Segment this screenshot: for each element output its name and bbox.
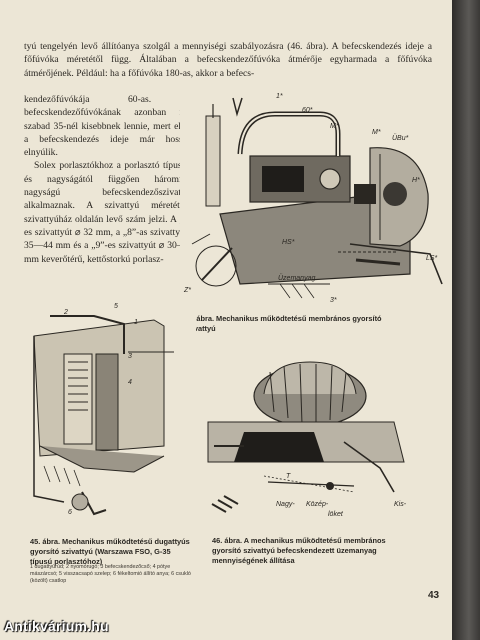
- figure-46-caption: 46. ábra. A mechanikus működtetésű membr…: [212, 536, 386, 565]
- paragraph-top: tyú tengelyén levő állítóanya szolgál a …: [24, 41, 432, 79]
- fig44-label: Üzemanyag: [278, 274, 315, 282]
- fig44-label: 3*: [330, 297, 337, 304]
- column-paragraph-2: Solex porlasztókhoz a porlasztó típusátó…: [24, 160, 196, 265]
- book-page: tyú tengelyén levő állítóanya szolgál a …: [0, 0, 452, 640]
- fig45-label: 3: [128, 353, 132, 360]
- fig45-label: 1: [134, 319, 138, 326]
- page-number: 43: [428, 590, 440, 601]
- figure-45-legend: 1 dugattyúrúd; 2 nyomórugó; 3 befecskend…: [30, 564, 191, 584]
- figure-46-diagram: T Nagy- Közép- Kis- löket: [204, 352, 420, 530]
- fig44-label: HS*: [282, 239, 295, 246]
- fig44-label: M*: [372, 129, 381, 136]
- fig46-label: löket: [328, 511, 344, 518]
- figure-44-diagram: 1* 60* M* ÜBu* M* H* HS* Üzemanyag LS* 3…: [180, 84, 452, 312]
- watermark-logo: Antikvárium.hu: [4, 618, 109, 634]
- book-spine-edge: [452, 0, 480, 640]
- fig46-label: T: [286, 473, 291, 480]
- fig44-label: 60*: [302, 107, 313, 114]
- fig45-label: 5: [114, 303, 118, 310]
- fig44-label: LS*: [426, 255, 438, 262]
- fig44-label: ÜBu*: [392, 134, 409, 142]
- fig45-label: 4: [128, 379, 132, 386]
- figure-45-caption: 45. ábra. Mechanikus működtetésű dugatty…: [30, 537, 190, 566]
- fig44-label: M*: [330, 123, 339, 130]
- fig46-label: Közép-: [306, 501, 329, 508]
- fig46-label: Nagy-: [276, 501, 295, 508]
- figure-45-diagram: 2 5 1 3 4 6: [24, 296, 196, 534]
- fig45-label: 2: [63, 309, 68, 316]
- fig44-label: Z*: [183, 287, 191, 294]
- fig46-label: Kis-: [394, 501, 407, 508]
- fig45-label: 6: [68, 509, 72, 516]
- left-column-text: kendezőfúvókája 60-as. A befecskendezőfú…: [24, 93, 196, 266]
- fig44-label: 1*: [276, 93, 283, 100]
- column-paragraph-1: kendezőfúvókája 60-as. A befecskendezőfú…: [24, 94, 196, 159]
- figure-44-caption: 44. ábra. Mechanikus működtetésű membrán…: [184, 314, 382, 333]
- fig44-label: H*: [412, 177, 420, 184]
